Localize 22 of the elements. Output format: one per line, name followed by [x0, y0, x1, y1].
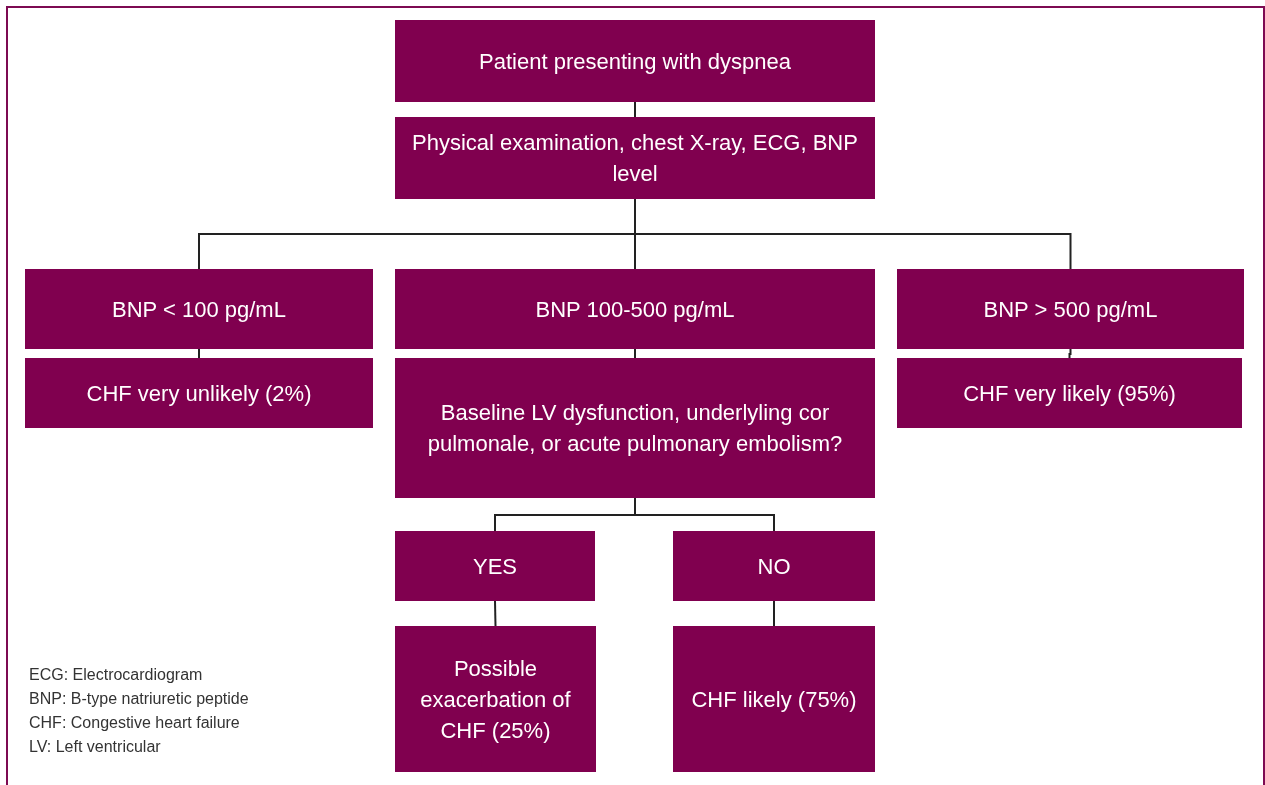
connector-line — [1068, 348, 1072, 359]
abbreviation-note: BNP: B-type natriuretic peptide — [29, 689, 249, 709]
connector-line — [634, 101, 636, 118]
process-box: CHF likely (75%) — [673, 626, 875, 772]
process-box: BNP 100-500 pg/mL — [395, 269, 875, 349]
abbreviation-note: ECG: Electrocardiogram — [29, 665, 204, 685]
process-box: Physical examination, chest X-ray, ECG, BNP level — [395, 117, 875, 199]
abbreviation-note: LV: Left ventricular — [29, 737, 162, 757]
abbreviation-note: CHF: Congestive heart failure — [29, 713, 241, 733]
process-box: BNP > 500 pg/mL — [897, 269, 1244, 349]
connector-line — [494, 600, 497, 627]
process-box: Baseline LV dysfunction, underlyling cor pulmonale, or acute pulmonary embolism? — [395, 358, 875, 498]
process-box: Patient presenting with dyspnea — [395, 20, 875, 102]
process-box: Possible exacerbation of CHF (25%) — [395, 626, 596, 772]
process-box: CHF very likely (95%) — [897, 358, 1242, 428]
connector-line — [773, 600, 775, 627]
process-box: YES — [395, 531, 595, 601]
connector-line — [198, 348, 200, 359]
process-box: NO — [673, 531, 875, 601]
connector-line — [634, 348, 636, 359]
process-box: CHF very unlikely (2%) — [25, 358, 373, 428]
process-box: BNP < 100 pg/mL — [25, 269, 373, 349]
